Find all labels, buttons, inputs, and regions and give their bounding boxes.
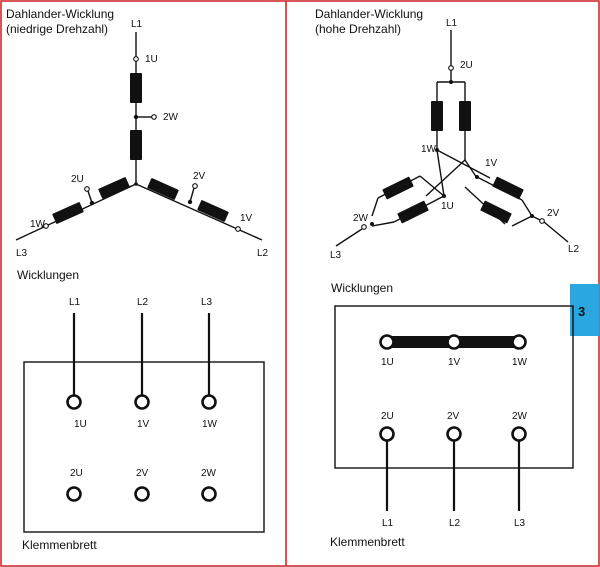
left-board-2V: 2V (136, 468, 149, 479)
left-title: Dahlander-Wicklung (6, 7, 114, 21)
left-label-2W: 2W (163, 112, 179, 123)
right-terminal-1U (379, 334, 395, 350)
right-board-L1: L1 (382, 518, 394, 529)
left-board-caption: Klemmenbrett (22, 538, 97, 552)
left-label-2U: 2U (71, 174, 84, 185)
right-windings-label: Wicklungen (331, 281, 393, 295)
left-star-winding: L1 1U 2W 2V 1V L2 (15, 19, 269, 259)
right-board-2V: 2V (447, 411, 460, 422)
left-label-L3: L3 (16, 248, 28, 259)
right-label-1W: 1W (421, 144, 437, 155)
left-board-frame (23, 361, 265, 533)
left-board-L3: L3 (201, 297, 213, 308)
right-label-2W: 2W (353, 213, 369, 224)
left-label-2V: 2V (193, 171, 206, 182)
left-label-1W: 1W (30, 219, 46, 230)
right-label-L3: L3 (330, 250, 342, 261)
right-double-star-winding: L1 2U 1W 1V 1U (330, 18, 580, 261)
left-windings-label: Wicklungen (17, 268, 79, 282)
right-label-1U: 1U (441, 201, 454, 212)
right-terminal-2V (446, 426, 462, 442)
left-terminal-2W (201, 486, 217, 502)
left-label-L2: L2 (257, 248, 269, 259)
left-terminal-board: L1 L2 L3 1U 1V 1W 2U 2V 2W (23, 297, 265, 533)
left-terminal-1V (134, 394, 150, 410)
right-panel: Dahlander-Wicklung (hohe Drehzahl) L1 2U… (315, 7, 599, 549)
left-subtitle: (niedrige Drehzahl) (6, 22, 108, 36)
right-label-L2: L2 (568, 244, 580, 255)
right-terminal-2U (379, 426, 395, 442)
left-panel: Dahlander-Wicklung (niedrige Drehzahl) L… (6, 7, 269, 552)
page-tab-number: 3 (578, 304, 585, 319)
right-label-1V: 1V (485, 158, 498, 169)
left-terminal-1W (201, 394, 217, 410)
right-label-L1: L1 (446, 18, 458, 29)
left-terminal-2U (66, 486, 82, 502)
left-board-1V: 1V (137, 419, 150, 430)
right-terminal-1W (511, 334, 527, 350)
right-label-2V: 2V (547, 208, 560, 219)
left-terminal-2V (134, 486, 150, 502)
right-label-2U: 2U (460, 60, 473, 71)
right-board-L2: L2 (449, 518, 461, 529)
right-board-2W: 2W (512, 411, 528, 422)
left-label-1V: 1V (240, 213, 253, 224)
left-board-L1: L1 (69, 297, 81, 308)
left-label-1U: 1U (145, 54, 158, 65)
left-board-L2: L2 (137, 297, 149, 308)
right-board-caption: Klemmenbrett (330, 535, 405, 549)
right-board-2U: 2U (381, 411, 394, 422)
right-board-L3: L3 (514, 518, 526, 529)
left-board-2W: 2W (201, 468, 217, 479)
right-subtitle: (hohe Drehzahl) (315, 22, 401, 36)
left-board-2U: 2U (70, 468, 83, 479)
right-terminal-2W (511, 426, 527, 442)
right-terminal-board: 1U 1V 1W 2U 2V 2W L1 L2 L3 (334, 305, 574, 529)
left-board-1U: 1U (74, 419, 87, 430)
right-title: Dahlander-Wicklung (315, 7, 423, 21)
left-terminal-1U (66, 394, 82, 410)
right-board-1U: 1U (381, 357, 394, 368)
right-terminal-1V (446, 334, 462, 350)
right-board-1V: 1V (448, 357, 461, 368)
left-label-L1: L1 (131, 19, 143, 30)
left-board-1W: 1W (202, 419, 218, 430)
right-board-1W: 1W (512, 357, 528, 368)
page-tab-marker (570, 284, 599, 336)
